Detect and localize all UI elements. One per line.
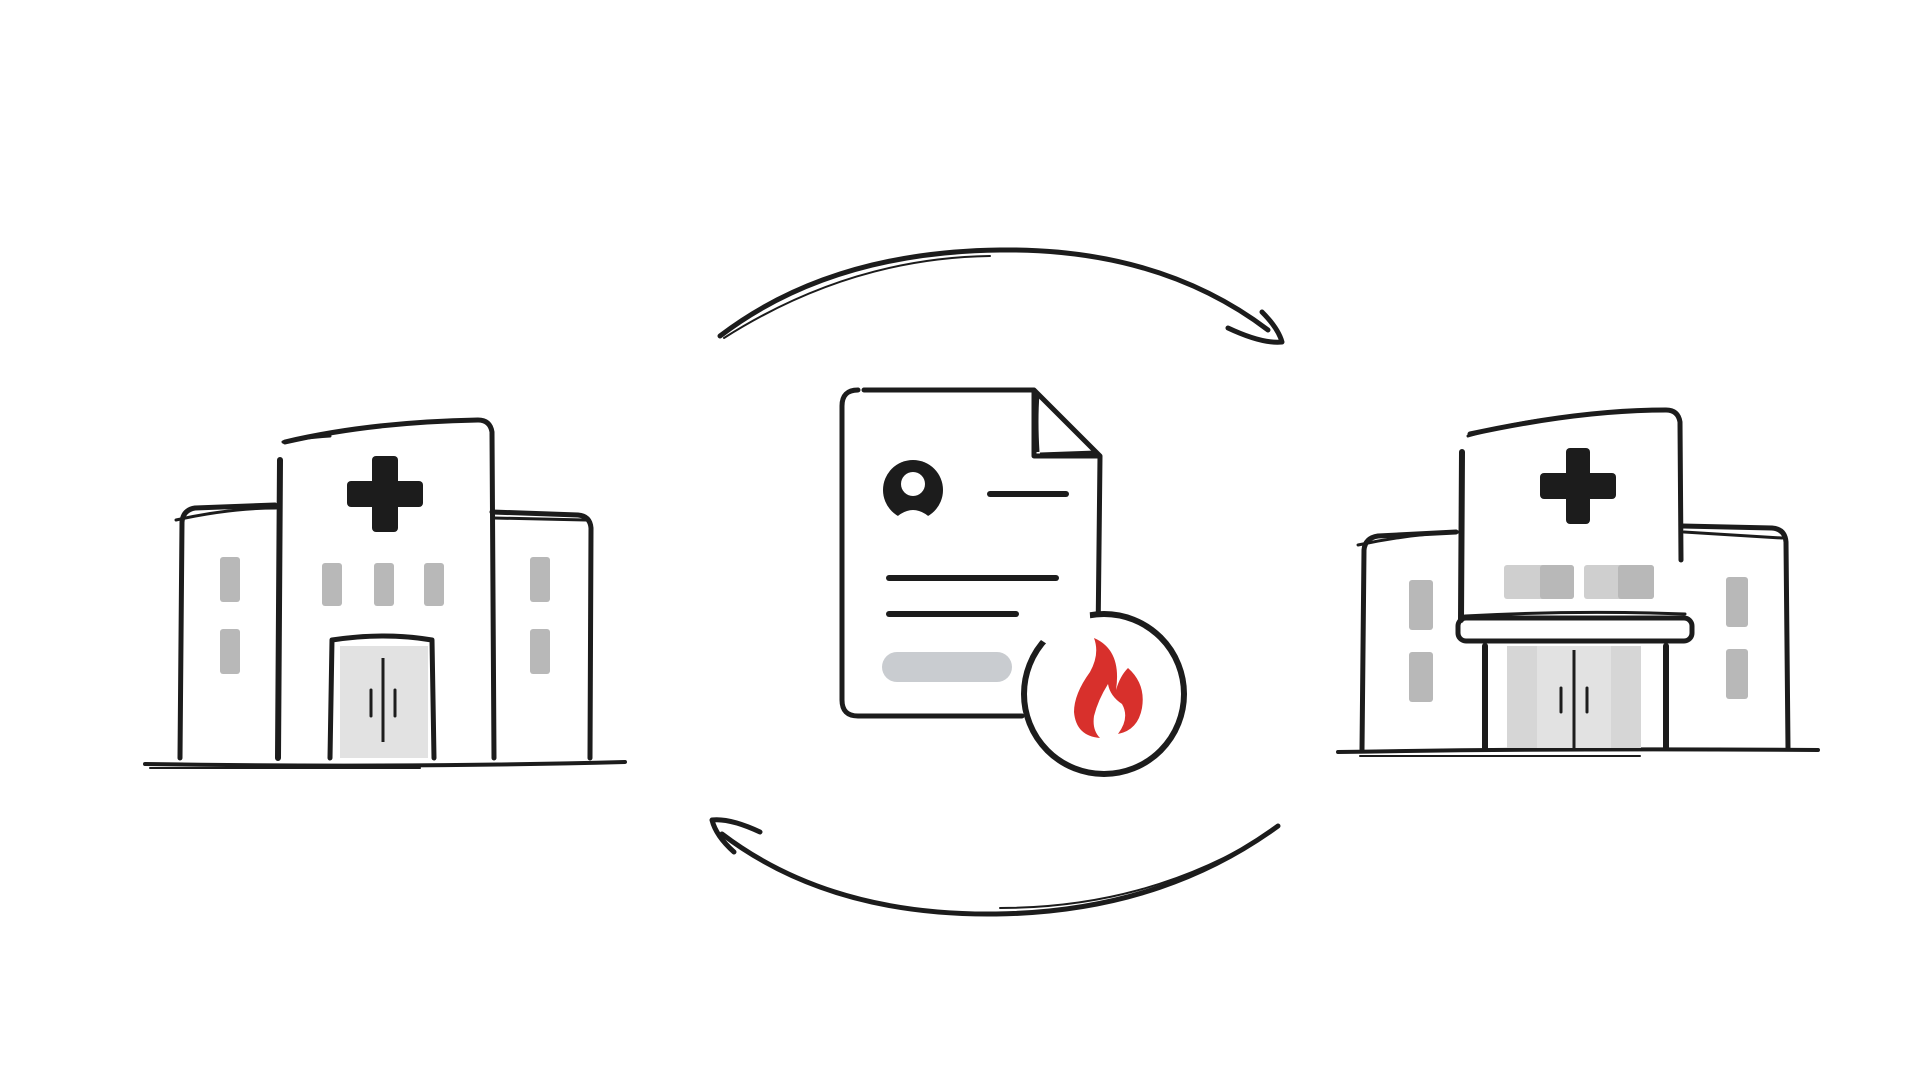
hospital-b-cross-icon bbox=[1540, 448, 1616, 524]
avatar-icon bbox=[883, 460, 943, 525]
document-placeholder-bar bbox=[882, 652, 1012, 682]
arrow-transfer-to-left bbox=[709, 817, 1281, 917]
hospital-a-door bbox=[340, 646, 428, 758]
hospital-b-door bbox=[1507, 646, 1641, 748]
arrow-transfer-to-right bbox=[717, 247, 1285, 345]
document-text-lines bbox=[886, 491, 1069, 617]
hospital-a-cross-icon bbox=[347, 456, 423, 532]
hospital-b-icon bbox=[1336, 407, 1820, 757]
hospital-b-windows bbox=[1409, 565, 1748, 702]
fire-icon bbox=[1074, 638, 1143, 738]
fire-badge bbox=[1021, 611, 1187, 777]
patient-document-icon bbox=[839, 387, 1103, 719]
hospital-a-icon bbox=[143, 417, 627, 769]
hospital-a-windows bbox=[220, 557, 550, 674]
